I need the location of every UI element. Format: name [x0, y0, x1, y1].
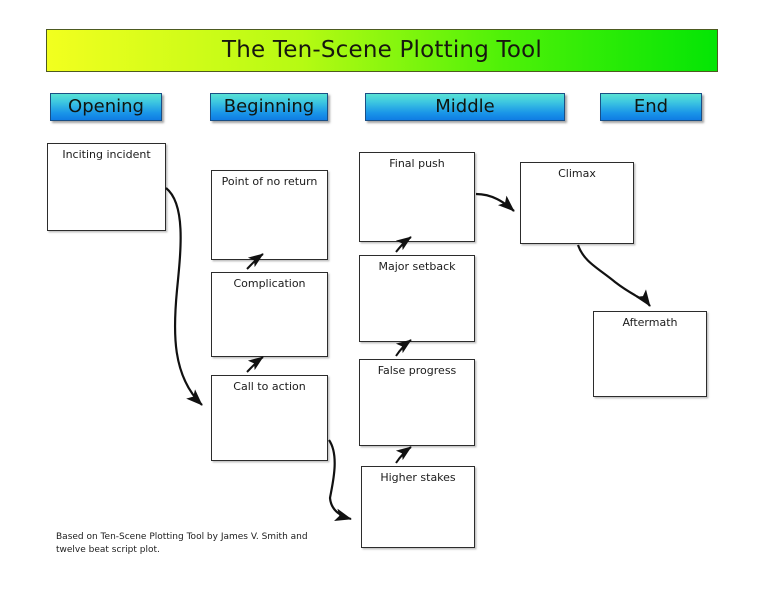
connector-inciting-incident-to-call-to-action: [165, 187, 203, 406]
act-header-end[interactable]: End: [600, 93, 702, 121]
scene-box-aftermath[interactable]: Aftermath: [593, 311, 707, 397]
connector-call-to-action-to-higher-stakes: [328, 439, 352, 521]
scene-box-major-setback[interactable]: Major setback: [359, 255, 475, 342]
page-title: The Ten-Scene Plotting Tool: [221, 37, 542, 63]
scene-label: Higher stakes: [380, 471, 456, 484]
scene-label: Major setback: [378, 260, 456, 273]
scene-label: Inciting incident: [62, 148, 151, 161]
scene-box-false-progress[interactable]: False progress: [359, 359, 475, 446]
act-header-label: End: [633, 96, 669, 117]
scene-label: Point of no return: [221, 175, 318, 188]
title-banner: The Ten-Scene Plotting Tool: [46, 29, 718, 72]
scene-box-final-push[interactable]: Final push: [359, 152, 475, 242]
scene-box-higher-stakes[interactable]: Higher stakes: [361, 466, 475, 548]
connector-false-progress-to-major-setback: [395, 339, 412, 357]
scene-label: Complication: [233, 277, 306, 290]
scene-label: False progress: [377, 364, 457, 377]
scene-label: Final push: [389, 157, 445, 170]
act-header-beginning[interactable]: Beginning: [210, 93, 328, 121]
scene-box-point-of-no-return[interactable]: Point of no return: [211, 170, 328, 260]
act-header-middle[interactable]: Middle: [365, 93, 565, 121]
scene-label: Call to action: [233, 380, 306, 393]
credit-note: Based on Ten-Scene Plotting Tool by Jame…: [56, 532, 308, 556]
scene-label: Climax: [558, 167, 596, 180]
scene-box-inciting-incident[interactable]: Inciting incident: [47, 143, 166, 231]
connector-climax-to-aftermath: [576, 244, 651, 307]
act-header-opening[interactable]: Opening: [50, 93, 162, 121]
act-header-label: Beginning: [223, 96, 315, 117]
connector-call-to-action-to-complication: [246, 356, 264, 373]
connector-higher-stakes-to-false-progress: [395, 446, 412, 464]
scene-label: Aftermath: [622, 316, 678, 329]
scene-box-complication[interactable]: Complication: [211, 272, 328, 357]
act-header-label: Middle: [435, 96, 495, 117]
scene-box-climax[interactable]: Climax: [520, 162, 634, 244]
connector-final-push-to-climax: [475, 192, 515, 212]
act-header-label: Opening: [68, 96, 144, 117]
scene-box-call-to-action[interactable]: Call to action: [211, 375, 328, 461]
